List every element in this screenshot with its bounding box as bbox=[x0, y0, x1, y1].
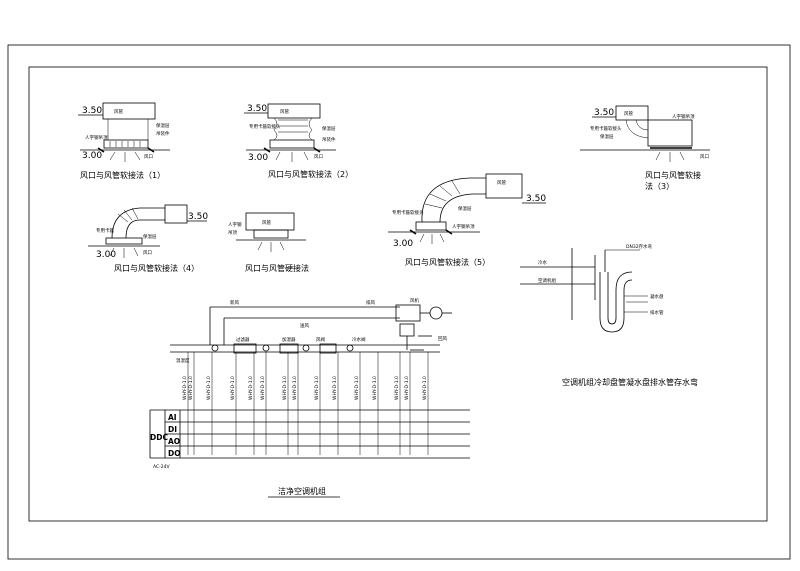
svg-text:WHY-D-1.0: WHY-D-1.0 bbox=[292, 376, 298, 400]
ctl-label-5: 过滤器 bbox=[236, 336, 250, 343]
drain-label-2: 冷水 bbox=[538, 259, 547, 266]
drain-label-1: DN32存水弯 bbox=[626, 243, 653, 250]
d1-elev-bottom: 3.00 bbox=[82, 151, 102, 161]
drain-label-3: 空调机组 bbox=[538, 277, 556, 284]
d4-elev-bottom: 3.00 bbox=[96, 250, 116, 260]
d2-elev-top: 3.50 bbox=[247, 104, 267, 114]
inner-frame bbox=[28, 66, 768, 522]
drain-label-5: 排水管 bbox=[650, 309, 664, 316]
d4-label-2: 保温层 bbox=[143, 233, 157, 240]
d5-label-1: 专用卡箍软接头 bbox=[392, 209, 424, 216]
ddc-label: DDC bbox=[150, 433, 168, 442]
control-diagram: 新风 送风 排风 回风 温湿度 过滤器 加湿器 风阀 冷水阀 风机 bbox=[149, 297, 470, 498]
ctl-label-7: 风阀 bbox=[316, 336, 325, 343]
d2-label-1: 专用卡箍软接头 bbox=[249, 123, 281, 130]
detail-rigid: 风管 人字钢 吊顶 风口与风管硬接法 bbox=[228, 212, 309, 273]
ddc-row-ao: AO bbox=[168, 437, 180, 446]
svg-text:WHY-D-1.0: WHY-D-1.0 bbox=[260, 376, 266, 400]
ctl-label-0: 新风 bbox=[230, 299, 239, 306]
detail-5: 风管 3.50 3.00 专用卡箍软接头 保温层 人字钢吊顶 风口与风管软接法（… bbox=[388, 173, 546, 267]
detail-3: 3.50 风管 专用卡箍软接头 保温层 人字钢吊顶 风口 风口与风管软接 法（3… bbox=[580, 105, 710, 191]
d3-label-1: 专用卡箍软接头 bbox=[590, 125, 622, 132]
d1-duct bbox=[102, 102, 156, 120]
d5-elev-bottom: 3.00 bbox=[393, 239, 413, 249]
svg-text:WHY-D-1.0: WHY-D-1.0 bbox=[372, 376, 378, 400]
d2-label-3: 风口 bbox=[314, 154, 323, 160]
d5-label-2: 保温层 bbox=[458, 205, 472, 212]
d2-caption: 风口与风管软接法（2） bbox=[268, 169, 353, 179]
d3-caption-line1: 风口与风管软接 bbox=[645, 170, 701, 180]
ctl-label-3: 回风 bbox=[438, 336, 447, 342]
d5-duct-label: 风管 bbox=[497, 179, 506, 186]
svg-text:WHY-D-1.0: WHY-D-1.0 bbox=[354, 376, 360, 400]
d1-duct-label: 风管 bbox=[114, 108, 123, 115]
ddc-row-di: DI bbox=[168, 425, 177, 434]
d3-elev-top: 3.50 bbox=[594, 108, 614, 118]
svg-text:WHY-D-1.0: WHY-D-1.0 bbox=[394, 376, 400, 400]
d3-label-3: 人字钢吊顶 bbox=[672, 113, 695, 120]
svg-text:WHY-D-1.0: WHY-D-1.0 bbox=[182, 376, 188, 400]
svg-text:WHY-D-1.0: WHY-D-1.0 bbox=[422, 376, 428, 400]
d3-duct-label: 风管 bbox=[624, 110, 633, 117]
svg-text:WHY-D-1.0: WHY-D-1.0 bbox=[248, 376, 254, 400]
d3-label-2: 保温层 bbox=[600, 133, 614, 140]
svg-text:WHY-D-1.0: WHY-D-1.0 bbox=[282, 376, 288, 400]
svg-text:WHY-D-1.0: WHY-D-1.0 bbox=[314, 376, 320, 400]
d1-label-1: 人字钢吊顶 bbox=[85, 134, 108, 141]
rigid-duct-label: 风管 bbox=[262, 219, 271, 226]
ctl-label-4: 温湿度 bbox=[176, 357, 190, 364]
d4-elev-top: 3.50 bbox=[188, 212, 208, 222]
ctl-label-6: 加湿器 bbox=[282, 336, 296, 343]
detail-1: 3.50 风管 3.00 人字钢吊顶 保温层 吊装件 风口 风口与风管软接法（1… bbox=[78, 102, 170, 180]
ctl-label-8: 冷水阀 bbox=[352, 336, 366, 343]
ctl-label-1: 送风 bbox=[300, 322, 309, 329]
d2-duct-label: 风管 bbox=[280, 108, 289, 115]
svg-text:WHY-D-1.0: WHY-D-1.0 bbox=[404, 376, 410, 400]
ddc-power: AC-24V bbox=[153, 464, 170, 470]
svg-text:WHY-D-1.0: WHY-D-1.0 bbox=[188, 376, 194, 400]
d1-elev-top: 3.50 bbox=[82, 106, 102, 116]
d1-label-3: 吊装件 bbox=[156, 130, 170, 137]
d4-label-3: 风口 bbox=[143, 250, 152, 256]
d1-caption: 风口与风管软接法（1） bbox=[80, 170, 165, 180]
control-caption: 洁净空调机组 bbox=[278, 486, 326, 496]
drain-caption: 空调机组冷却盘管凝水盘排水管存水弯 bbox=[562, 377, 698, 387]
ddc-row-ai: AI bbox=[168, 413, 177, 422]
rigid-caption: 风口与风管硬接法 bbox=[245, 263, 309, 273]
d4-caption: 风口与风管软接法（4） bbox=[114, 263, 199, 273]
drain-label-4: 凝水盘 bbox=[650, 293, 664, 300]
drain-trap-detail: DN32存水弯 冷水 空调机组 凝水盘 排水管 空调机组冷却盘管凝水盘排水管存水… bbox=[520, 243, 698, 387]
ddc-row-do: DO bbox=[168, 449, 181, 458]
svg-text:WHY-D-1.0: WHY-D-1.0 bbox=[332, 376, 338, 400]
d1-label-4: 风口 bbox=[144, 154, 153, 160]
d5-label-3: 人字钢吊顶 bbox=[452, 223, 475, 230]
rigid-label-1: 人字钢 bbox=[228, 221, 242, 228]
d2-elev-bottom: 3.00 bbox=[248, 153, 268, 163]
svg-text:WHY-D-1.0: WHY-D-1.0 bbox=[206, 376, 212, 400]
detail-4: 3.50 3.00 专用卡箍 保温层 风口 风口与风管软接法（4） bbox=[88, 204, 208, 273]
ctl-label-9: 风机 bbox=[410, 297, 419, 304]
d3-caption-line2: 法（3） bbox=[645, 181, 674, 191]
d4-label-1: 专用卡箍 bbox=[96, 227, 114, 234]
ctl-label-2: 排风 bbox=[366, 299, 375, 306]
svg-text:WHY-D-1.0: WHY-D-1.0 bbox=[230, 376, 236, 400]
d5-elev-top: 3.50 bbox=[526, 194, 546, 204]
rigid-label-2: 吊顶 bbox=[228, 230, 237, 236]
outer-frame bbox=[7, 44, 791, 560]
detail-2: 3.50 风管 3.00 专用卡箍软接头 保温层 风口 吊装件 风口与风管软接法… bbox=[244, 103, 353, 179]
d1-label-2: 保温层 bbox=[156, 122, 170, 129]
d2-label-4: 吊装件 bbox=[322, 136, 336, 143]
d2-label-2: 保温层 bbox=[322, 125, 336, 132]
d5-caption: 风口与风管软接法（5） bbox=[405, 257, 490, 267]
d3-label-4: 风口 bbox=[700, 154, 709, 160]
